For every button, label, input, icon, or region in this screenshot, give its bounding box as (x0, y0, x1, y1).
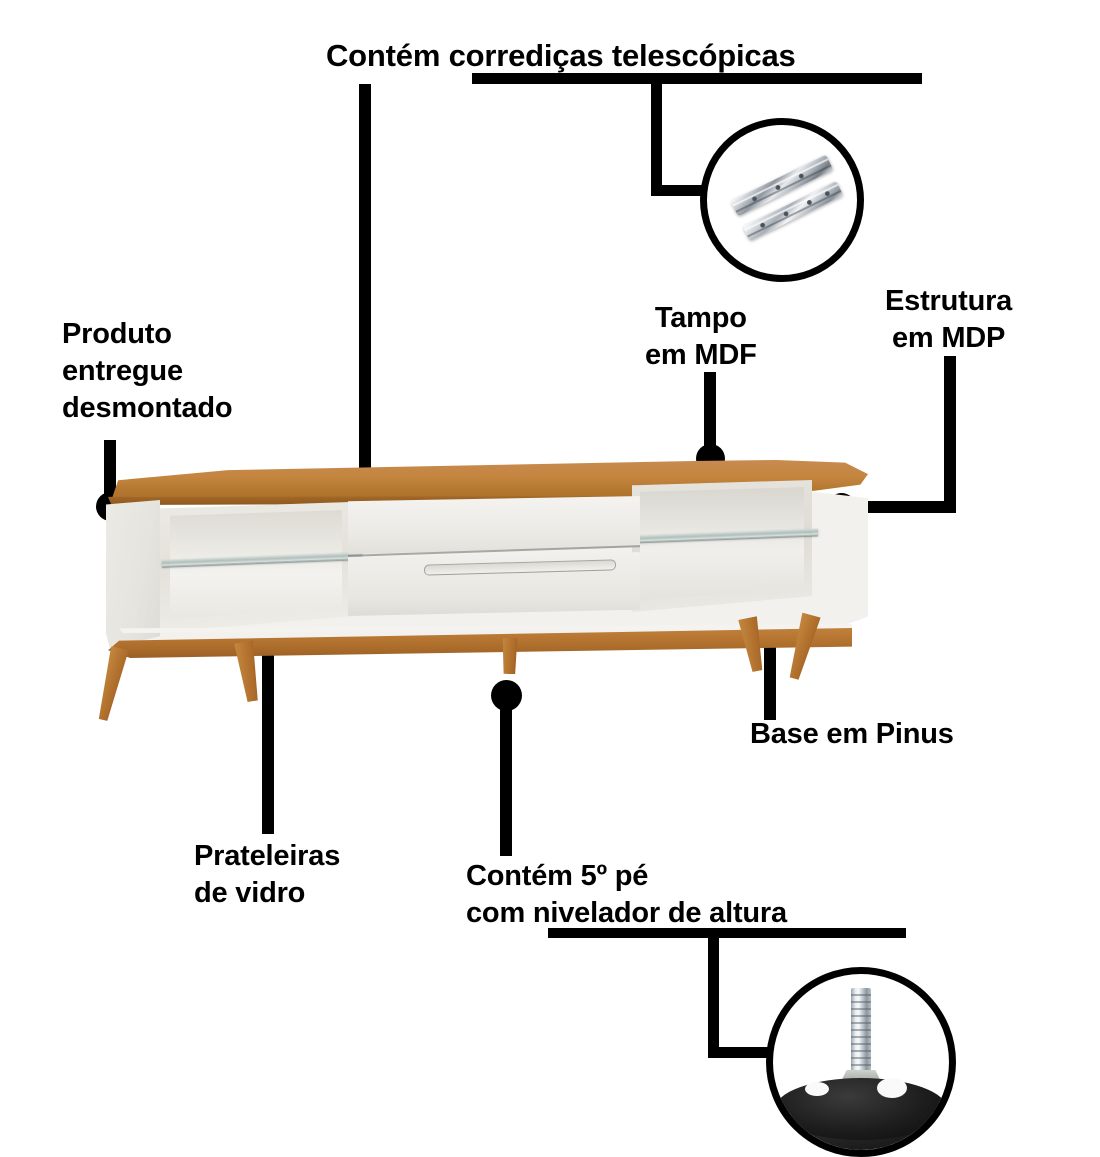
product-image-tv-stand (84, 452, 874, 720)
product-part-leg-front-left (95, 646, 129, 722)
inset-leveler-foot (766, 967, 956, 1157)
underline-corredicas-telescopicas (472, 73, 922, 84)
callout-label-fifth-foot-leveler: Contém 5º pé com nivelador de altura (466, 860, 787, 929)
leader-mdf-top-stem (704, 372, 716, 460)
telescopic-drawer-slide-icon (707, 125, 857, 275)
leader-dot-fifth-foot (491, 680, 522, 711)
product-part-base-lip (119, 624, 852, 633)
product-part-drawer-upper (348, 496, 640, 554)
callout-label-pine-base: Base em Pinus (750, 718, 954, 750)
callout-label-delivered-disassembled: Produto entregue desmontado (62, 318, 233, 424)
leader-disassembled-stem-center (359, 84, 371, 536)
callout-label-glass-shelves: Prateleiras de vidro (194, 840, 341, 909)
leader-leveler-vertical (708, 938, 719, 1058)
leader-telescopic-horizontal (651, 185, 713, 196)
leader-fifth-foot-stem (500, 700, 512, 856)
product-part-left-end-panel (106, 500, 160, 648)
inset-telescopic-slides (700, 118, 864, 282)
leader-mdp-horizontal (846, 501, 956, 513)
leader-disassembled-stem (104, 440, 116, 505)
leader-telescopic-vertical (651, 84, 662, 196)
product-part-leg-center-fifth (501, 638, 518, 674)
underline-nivelador-de-altura (548, 928, 906, 938)
callout-label-telescopic-slides: Contém corrediças telescópicas (326, 38, 796, 73)
adjustable-leveler-foot-icon (773, 974, 949, 1150)
callout-label-mdf-top: Tampo em MDF (645, 302, 757, 371)
leader-leveler-horizontal (708, 1047, 776, 1058)
leader-mdp-vertical (944, 356, 956, 512)
callout-label-mdp-structure: Estrutura em MDP (885, 285, 1013, 354)
product-part-right-compartment-inner (640, 487, 804, 601)
